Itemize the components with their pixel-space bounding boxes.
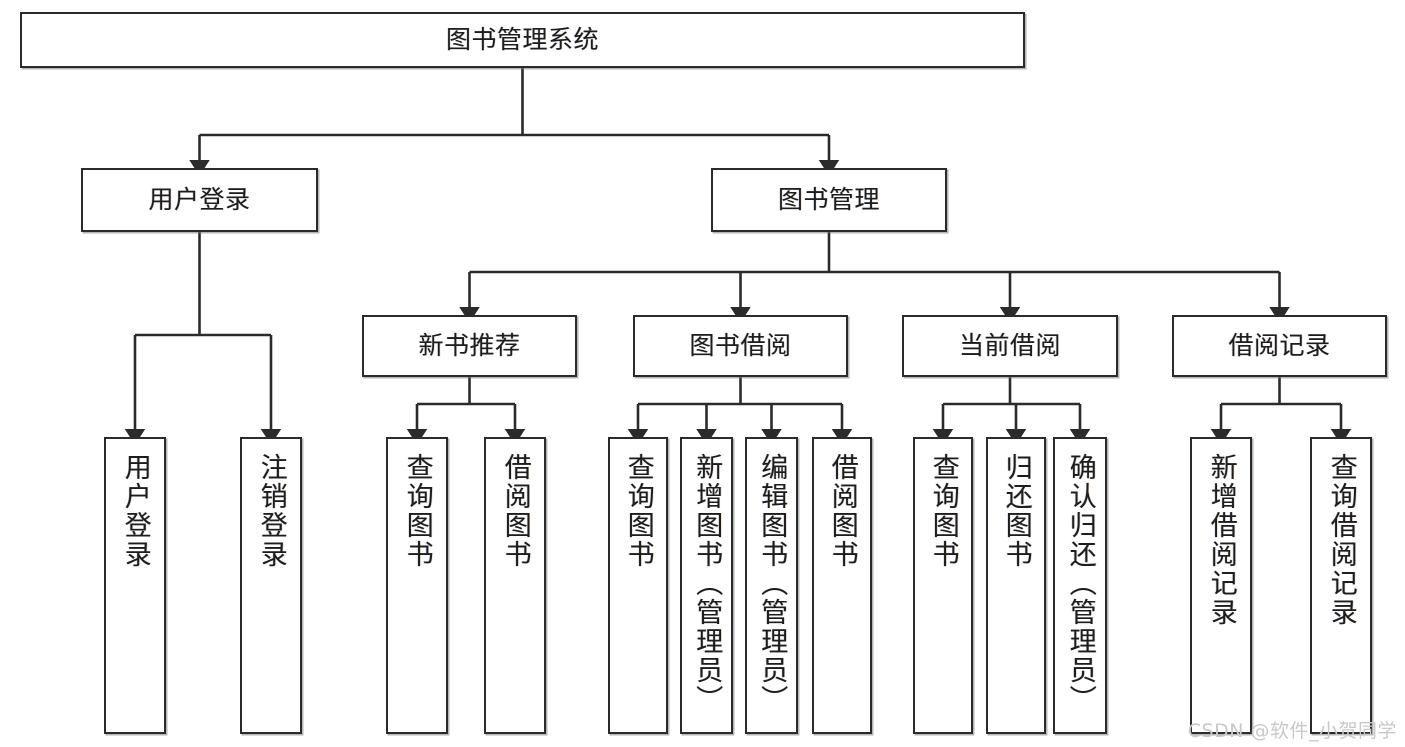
node-label: 图书借阅 — [689, 331, 792, 361]
node-leaf-edit-book[interactable]: 编辑图书（管理员） — [745, 437, 798, 734]
node-label: 归还图书 — [1000, 453, 1032, 569]
node-label: 编辑图书（管理员） — [756, 453, 788, 714]
node-leaf-return-book[interactable]: 归还图书 — [986, 437, 1046, 734]
node-leaf-borrow-book-1[interactable]: 借阅图书 — [484, 437, 546, 734]
node-leaf-query-book-1[interactable]: 查询图书 — [386, 437, 448, 734]
node-label: 借阅图书 — [499, 453, 531, 569]
node-label: 查询图书 — [401, 453, 433, 569]
node-leaf-logout[interactable]: 注销登录 — [240, 437, 302, 734]
node-leaf-borrow-book-2[interactable]: 借阅图书 — [812, 437, 872, 734]
node-leaf-add-book[interactable]: 新增图书（管理员） — [680, 437, 733, 734]
node-root[interactable]: 图书管理系统 — [20, 12, 1025, 68]
node-label: 用户登录 — [148, 185, 251, 215]
node-label: 图书管理 — [777, 185, 880, 215]
node-current-borrow[interactable]: 当前借阅 — [902, 315, 1118, 377]
node-borrow-record[interactable]: 借阅记录 — [1172, 315, 1387, 377]
node-leaf-add-record[interactable]: 新增借阅记录 — [1190, 437, 1252, 734]
node-leaf-query-book-2[interactable]: 查询图书 — [608, 437, 668, 734]
node-label: 新书推荐 — [418, 331, 521, 361]
node-label: 查询借阅记录 — [1325, 453, 1357, 627]
node-label: 查询图书 — [927, 453, 959, 569]
node-label: 借阅记录 — [1228, 331, 1331, 361]
node-new-book-rec[interactable]: 新书推荐 — [362, 315, 577, 377]
node-label: 借阅图书 — [826, 453, 858, 569]
csdn-watermark: CSDN @软件_小贺同学 — [1187, 720, 1397, 742]
node-label: 查询图书 — [622, 453, 654, 569]
node-label: 注销登录 — [255, 453, 287, 569]
node-leaf-query-record[interactable]: 查询借阅记录 — [1310, 437, 1372, 734]
node-leaf-query-book-3[interactable]: 查询图书 — [913, 437, 973, 734]
node-label: 新增图书（管理员） — [691, 453, 723, 714]
node-label: 当前借阅 — [958, 331, 1061, 361]
node-label: 新增借阅记录 — [1205, 453, 1237, 627]
node-label: 图书管理系统 — [445, 25, 599, 55]
node-user-login[interactable]: 用户登录 — [81, 168, 318, 232]
node-book-borrow[interactable]: 图书借阅 — [633, 315, 848, 377]
node-label: 确认归还（管理员） — [1064, 453, 1096, 714]
node-book-manage[interactable]: 图书管理 — [711, 168, 947, 232]
node-leaf-confirm-return[interactable]: 确认归还（管理员） — [1053, 437, 1107, 734]
node-label: 用户登录 — [119, 453, 151, 569]
node-leaf-user-login[interactable]: 用户登录 — [104, 437, 166, 734]
